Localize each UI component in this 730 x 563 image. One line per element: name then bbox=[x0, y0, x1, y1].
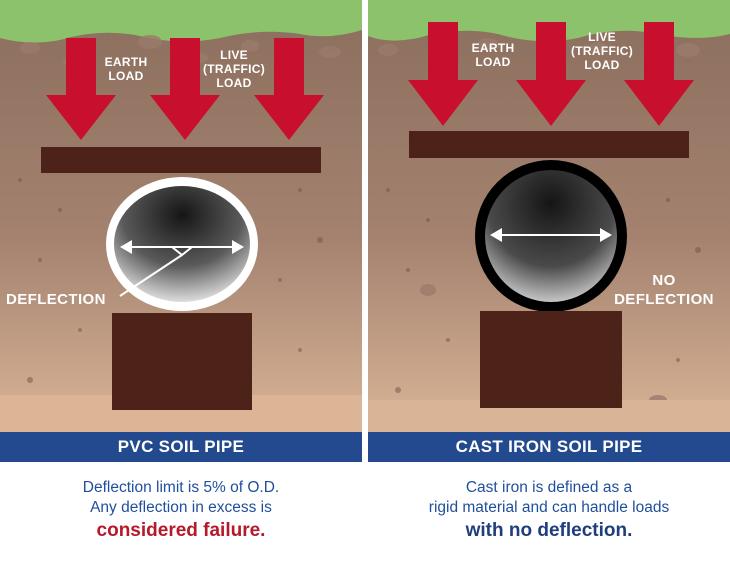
pvc-caption-emphasis: considered failure. bbox=[96, 520, 266, 541]
pvc-caption-line1: Deflection limit is 5% of O.D. bbox=[82, 479, 280, 496]
down-arrow-icon bbox=[46, 38, 116, 140]
cast-iron-panel: EARTH LOAD LIVE (TRAFFIC) LOAD NO DEFLEC… bbox=[368, 0, 730, 432]
soil-specks bbox=[386, 188, 701, 393]
double-arrow-icon bbox=[120, 240, 244, 254]
earth-load-label: EARTH LOAD bbox=[104, 55, 148, 83]
down-arrow-icon bbox=[254, 38, 324, 140]
double-arrow-icon bbox=[490, 228, 612, 242]
earth-load-label: EARTH LOAD bbox=[471, 41, 515, 69]
down-arrow-icon bbox=[150, 38, 220, 140]
soil-specks bbox=[18, 178, 323, 383]
down-arrow-icon bbox=[408, 22, 478, 126]
cast-iron-caption: Cast iron is defined as a rigid material… bbox=[368, 478, 730, 544]
down-arrow-icon bbox=[516, 22, 586, 126]
load-plate bbox=[41, 147, 321, 173]
pvc-panel: EARTH LOAD LIVE (TRAFFIC) LOAD DEFLECTIO… bbox=[0, 0, 362, 432]
deflection-label: DEFLECTION bbox=[6, 291, 106, 308]
grass-layer bbox=[368, 0, 730, 42]
grass-layer bbox=[0, 0, 362, 43]
cast-iron-caption-emphasis: with no deflection. bbox=[465, 520, 633, 541]
cast-iron-soil-pipe-banner: CAST IRON SOIL PIPE bbox=[368, 432, 730, 462]
live-load-label: LIVE (TRAFFIC) LOAD bbox=[202, 48, 265, 90]
bedding-block bbox=[480, 311, 622, 408]
cast-iron-caption-line2: rigid material and can handle loads bbox=[428, 499, 670, 516]
pvc-caption-line2: Any deflection in excess is bbox=[90, 499, 272, 516]
pvc-soil-illustration bbox=[0, 0, 362, 432]
load-plate bbox=[409, 131, 689, 158]
pvc-pipe-interior bbox=[114, 186, 250, 302]
cast-iron-caption-line1: Cast iron is defined as a bbox=[465, 479, 633, 496]
deflection-leader-line bbox=[119, 254, 183, 297]
panel-divider bbox=[362, 0, 368, 563]
cast-iron-soil-illustration bbox=[368, 0, 730, 432]
no-deflection-label: NO DEFLECTION bbox=[614, 272, 714, 308]
live-load-label: LIVE (TRAFFIC) LOAD bbox=[570, 30, 633, 72]
bedding-block bbox=[112, 313, 252, 410]
down-arrow-icon bbox=[624, 22, 694, 126]
pvc-soil-pipe-banner: PVC SOIL PIPE bbox=[0, 432, 362, 462]
pvc-caption: Deflection limit is 5% of O.D. Any defle… bbox=[0, 478, 362, 544]
